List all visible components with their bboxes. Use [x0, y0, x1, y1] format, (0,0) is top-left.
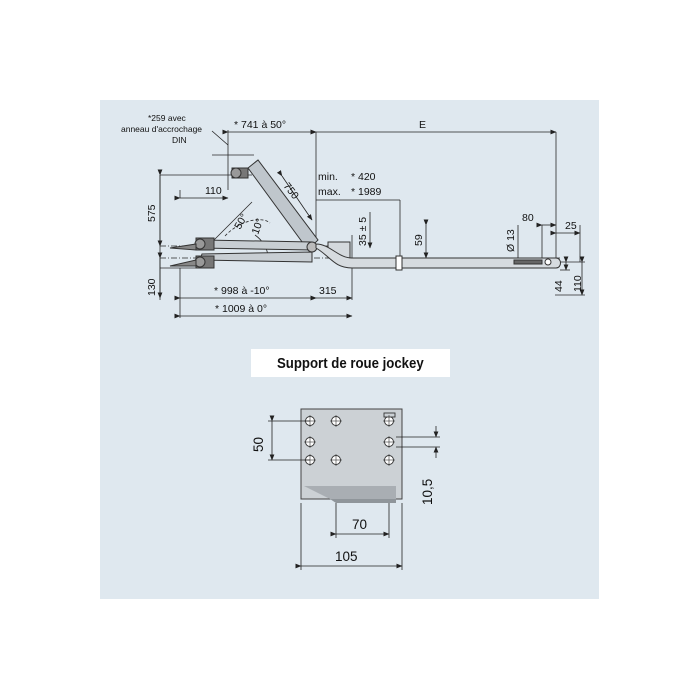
- label-110-top: 110: [205, 185, 222, 197]
- label-105: 105: [335, 549, 358, 564]
- label-741: * 741 à 50°: [234, 119, 286, 131]
- label-max: max.: [318, 186, 341, 198]
- label-min: min.: [318, 171, 338, 183]
- label-575: 575: [146, 204, 158, 222]
- support-dimension-lines: [268, 415, 440, 570]
- label-e: E: [419, 119, 426, 131]
- label-80: 80: [522, 212, 534, 224]
- label-25: 25: [565, 220, 577, 232]
- ring-note-line-2: anneau d'accrochage: [121, 124, 202, 134]
- section-title-box: Support de roue jockey: [251, 349, 450, 377]
- ring-note-line-3: DIN: [172, 135, 187, 145]
- label-max-value: * 1989: [351, 186, 382, 198]
- support-dimension-labels: 50 70 105 10,5: [251, 437, 435, 564]
- dimension-lines: [157, 129, 585, 319]
- label-1009: * 1009 à 0°: [215, 303, 267, 315]
- label-angle-10: 10°: [250, 217, 267, 236]
- label-50: 50: [251, 437, 266, 452]
- ring-note-line-1: *259 avec: [148, 113, 187, 123]
- label-35: 35 ± 5: [357, 217, 369, 246]
- label-min-value: * 420: [351, 171, 376, 183]
- label-44: 44: [553, 280, 565, 292]
- label-70: 70: [352, 517, 367, 532]
- jockey-support-plate: [300, 408, 403, 503]
- dimension-labels: *259 avec anneau d'accrochage DIN * 741 …: [121, 113, 584, 315]
- label-130: 130: [146, 278, 158, 296]
- label-110-right: 110: [572, 275, 584, 292]
- label-315: 315: [319, 285, 337, 297]
- section-title: Support de roue jockey: [277, 354, 424, 372]
- label-10-5: 10,5: [420, 479, 435, 505]
- label-59: 59: [413, 234, 425, 246]
- label-998: * 998 à -10°: [214, 285, 270, 297]
- label-angle-50: 50°: [232, 212, 250, 232]
- label-diameter-13: Ø 13: [505, 229, 517, 252]
